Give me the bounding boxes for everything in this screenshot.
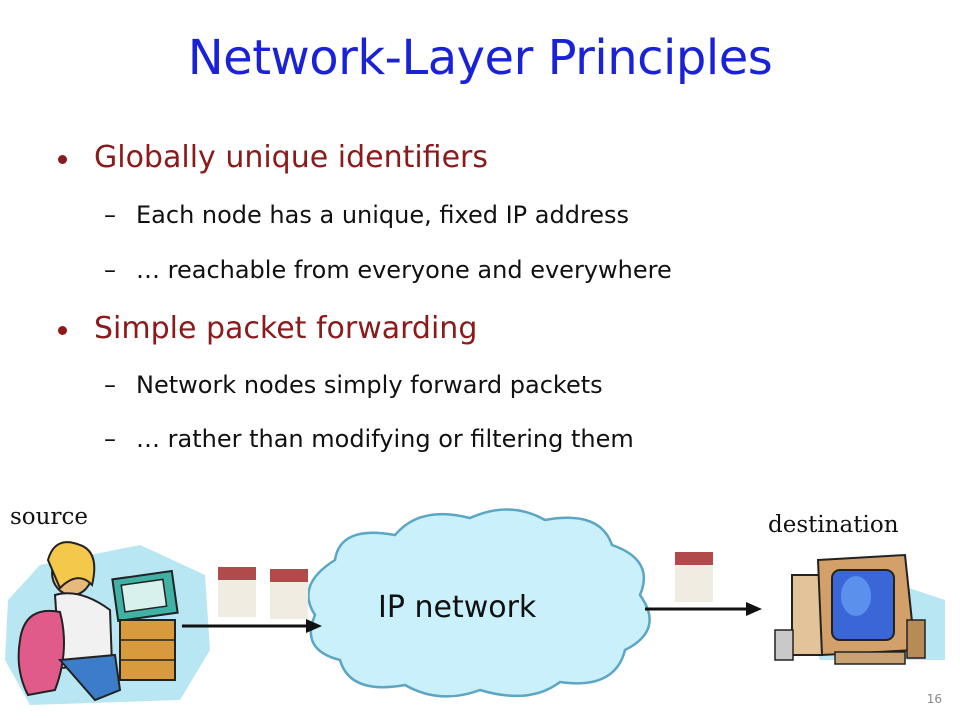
packet [270, 569, 308, 619]
sub-bullet-text: Each node has a unique, fixed IP address [136, 201, 630, 229]
source-label: source [10, 504, 88, 530]
bullet-dot [58, 326, 67, 335]
arrow-network-to-destination [645, 602, 762, 616]
bullet-text: Simple packet forwarding [94, 311, 478, 346]
slide-title: Network-Layer Principles [187, 30, 773, 86]
arrow-source-to-network [182, 619, 322, 633]
page-number: 16 [926, 692, 942, 706]
desktop-computer-clipart [774, 553, 945, 665]
sub-bullet-text: Network nodes simply forward packets [136, 371, 603, 399]
packet [675, 552, 713, 602]
cloud-label: IP network [378, 590, 537, 625]
sub-bullet-fixed-ip: –Each node has a unique, fixed IP addres… [104, 201, 629, 229]
ip-network-cloud [307, 508, 651, 698]
packet [218, 567, 256, 617]
sub-bullet-forward-packets: –Network nodes simply forward packets [104, 371, 603, 399]
packet-header [675, 552, 713, 565]
sub-dash: – [104, 425, 116, 453]
sub-dash: – [104, 371, 116, 399]
sub-bullet-not-modifying: –… rather than modifying or filtering th… [104, 425, 634, 453]
packet-header [218, 567, 256, 580]
sub-dash: – [104, 201, 116, 229]
packet-header [270, 569, 308, 582]
bullet-dot [58, 155, 67, 164]
bullet-text: Globally unique identifiers [94, 140, 488, 175]
person-at-computer-clipart [5, 541, 210, 705]
destination-label: destination [768, 512, 899, 538]
sub-bullet-text: … reachable from everyone and everywhere [136, 256, 672, 284]
sub-dash: – [104, 256, 116, 284]
sub-bullet-text: … rather than modifying or filtering the… [136, 425, 634, 453]
sub-bullet-reachable: –… reachable from everyone and everywher… [104, 256, 672, 284]
